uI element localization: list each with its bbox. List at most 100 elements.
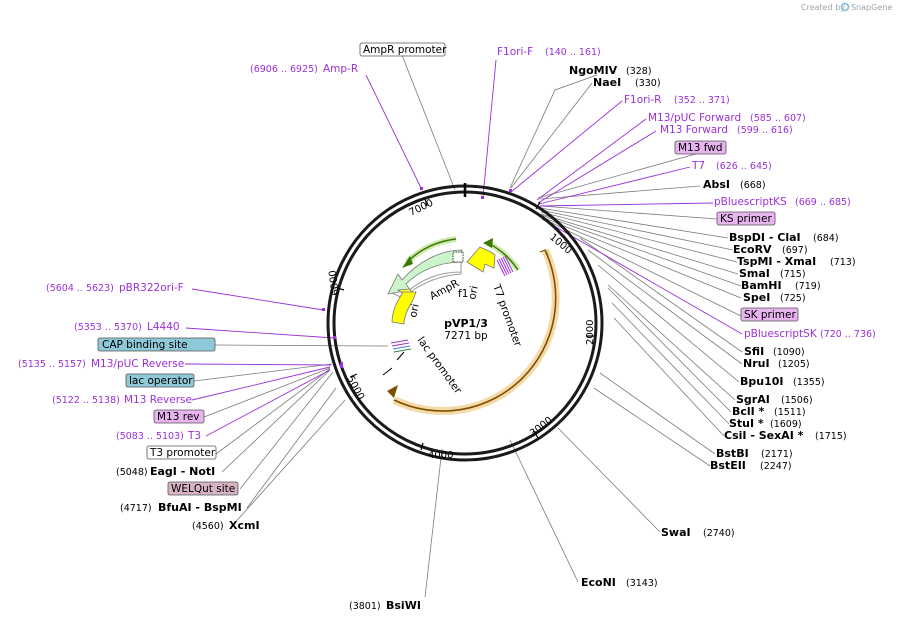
- label-lac-promoter: lac promoter: [415, 335, 465, 397]
- label-ampr: AmpR: [428, 277, 461, 302]
- primer-l4440: L4440: [147, 321, 180, 333]
- svg-text:(1715): (1715): [815, 431, 847, 442]
- line-nrui: [587, 249, 743, 365]
- line-m13rev: [203, 367, 331, 418]
- callout-lines: [193, 49, 743, 598]
- primer-m13puc-forward: M13/pUC Forward: [648, 112, 741, 124]
- enz-nrui: NruI: [743, 357, 770, 370]
- line-f1ori-r: [510, 100, 623, 193]
- feature-t3-promoter: T3 promoter: [149, 447, 216, 459]
- credit-brand: SnapGene: [851, 3, 892, 12]
- line-ampr-promoter: [399, 49, 456, 191]
- enz-smai: SmaI: [739, 267, 770, 280]
- line-bsiwi: [424, 448, 443, 598]
- snapgene-logo-icon: [840, 2, 850, 12]
- line-l4440: [185, 327, 335, 339]
- enz-bfuai-bspmi: BfuAI - BspMI: [158, 501, 242, 514]
- svg-text:(626 .. 645): (626 .. 645): [716, 161, 772, 172]
- enz-xcmi: XcmI: [229, 519, 260, 532]
- primer-t3: T3: [187, 430, 201, 442]
- primer-m13-reverse: M13 Reverse: [124, 394, 192, 406]
- snapgene-credit: Created by SnapGene: [801, 2, 892, 12]
- credit-prefix: Created by: [801, 3, 845, 12]
- right-labels: NgoMIV (328) NaeI (330) F1ori-R (352 .. …: [569, 64, 876, 589]
- svg-text:(713): (713): [830, 257, 856, 268]
- line-eagi: [221, 369, 331, 473]
- enz-eagi-noti: EagI - NotI: [150, 465, 215, 478]
- cds-arc-line: [393, 249, 557, 412]
- line-bsteii: [593, 387, 711, 467]
- enz-stui: StuI *: [729, 417, 764, 430]
- svg-text:(715): (715): [780, 269, 806, 280]
- enz-bspdi-clai: BspDI - ClaI: [729, 231, 801, 244]
- line-smai: [540, 213, 739, 275]
- sk-primer-box: [740, 307, 799, 322]
- label-f1-ori: ori: [466, 285, 481, 301]
- svg-text:(1355): (1355): [793, 377, 825, 388]
- enz-naei: NaeI: [593, 76, 621, 89]
- line-pbr322ori-f: [191, 288, 324, 311]
- svg-text:(5048): (5048): [116, 467, 148, 478]
- line-ngomiv: [509, 74, 598, 189]
- line-m13-reverse: [191, 366, 331, 401]
- primer-amp-r: Amp-R: [323, 63, 358, 75]
- enz-sgrai: SgrAI: [736, 393, 770, 406]
- enz-absi: AbsI: [703, 178, 730, 191]
- welqut-site-box: [167, 481, 239, 496]
- feature-cap-binding-site: CAP binding site: [102, 339, 188, 351]
- line-sfii: [579, 237, 743, 353]
- svg-text:(720 .. 736): (720 .. 736): [820, 329, 876, 340]
- svg-text:(585 .. 607): (585 .. 607): [750, 113, 806, 124]
- t3-promoter-box: [146, 445, 217, 460]
- svg-text:(140 .. 161): (140 .. 161): [545, 47, 601, 58]
- primer-site-markers: [322, 187, 512, 368]
- tick-2000: 2000: [585, 320, 596, 345]
- line-spei: [541, 216, 742, 299]
- plasmid-name: pVP1/3: [444, 317, 488, 330]
- svg-text:(1609): (1609): [770, 419, 802, 430]
- svg-text:(599 .. 616): (599 .. 616): [737, 125, 793, 136]
- enz-bsiwi: BsiWI: [386, 599, 421, 612]
- line-amp-r: [365, 74, 423, 191]
- enz-econi: EcoNI: [581, 576, 616, 589]
- svg-text:(5122 .. 5138): (5122 .. 5138): [52, 395, 120, 406]
- primer-m13puc-reverse: M13/pUC Reverse: [91, 358, 184, 370]
- line-ecorv: [539, 209, 734, 251]
- ring-ticks: [336, 198, 594, 451]
- primer-sk: SK primer: [744, 309, 796, 321]
- svg-text:(669 .. 685): (669 .. 685): [795, 197, 851, 208]
- svg-text:(5353 .. 5370): (5353 .. 5370): [74, 322, 142, 333]
- primer-t7: T7: [691, 160, 705, 172]
- line-bspdi: [539, 207, 729, 239]
- f1ori-arrow: [483, 238, 493, 248]
- label-t7-promoter: T7 promoter: [490, 282, 524, 349]
- svg-text:(2740): (2740): [703, 528, 735, 539]
- line-bpu10i: [597, 264, 740, 383]
- enz-spei: SpeI: [743, 291, 770, 304]
- primer-pbr322ori-f: pBR322ori-F: [119, 282, 184, 294]
- cds-start: [539, 249, 549, 256]
- svg-text:(697): (697): [782, 245, 808, 256]
- feature-ampr-promoter: AmpR promoter: [363, 44, 447, 56]
- line-naei: [510, 82, 593, 189]
- line-t7: [538, 166, 691, 205]
- lac-promoter-line: [382, 367, 393, 376]
- enz-csii-sexai: CsiI - SexAI *: [724, 429, 804, 442]
- svg-text:(3801): (3801): [349, 601, 381, 612]
- svg-text:(1090): (1090): [773, 347, 805, 358]
- line-m13puc-rev: [184, 363, 332, 366]
- line-lac-operator: [193, 363, 333, 382]
- enz-bamhi: BamHI: [741, 279, 782, 292]
- svg-text:(719): (719): [795, 281, 821, 292]
- primer-m13-forward: M13 Forward: [660, 124, 728, 136]
- primer-lines: [184, 59, 743, 437]
- tick-4000: 4000: [428, 450, 453, 461]
- line-m13-fwd: [537, 130, 657, 204]
- line-f1ori-f: [482, 59, 497, 198]
- tick-5000: 5000: [344, 374, 366, 402]
- primer-f1ori-f: F1ori-F: [497, 46, 533, 58]
- cap-binding-site-box: [97, 337, 216, 352]
- line-welqut: [239, 371, 334, 490]
- ampr-promoter-box: [452, 251, 464, 263]
